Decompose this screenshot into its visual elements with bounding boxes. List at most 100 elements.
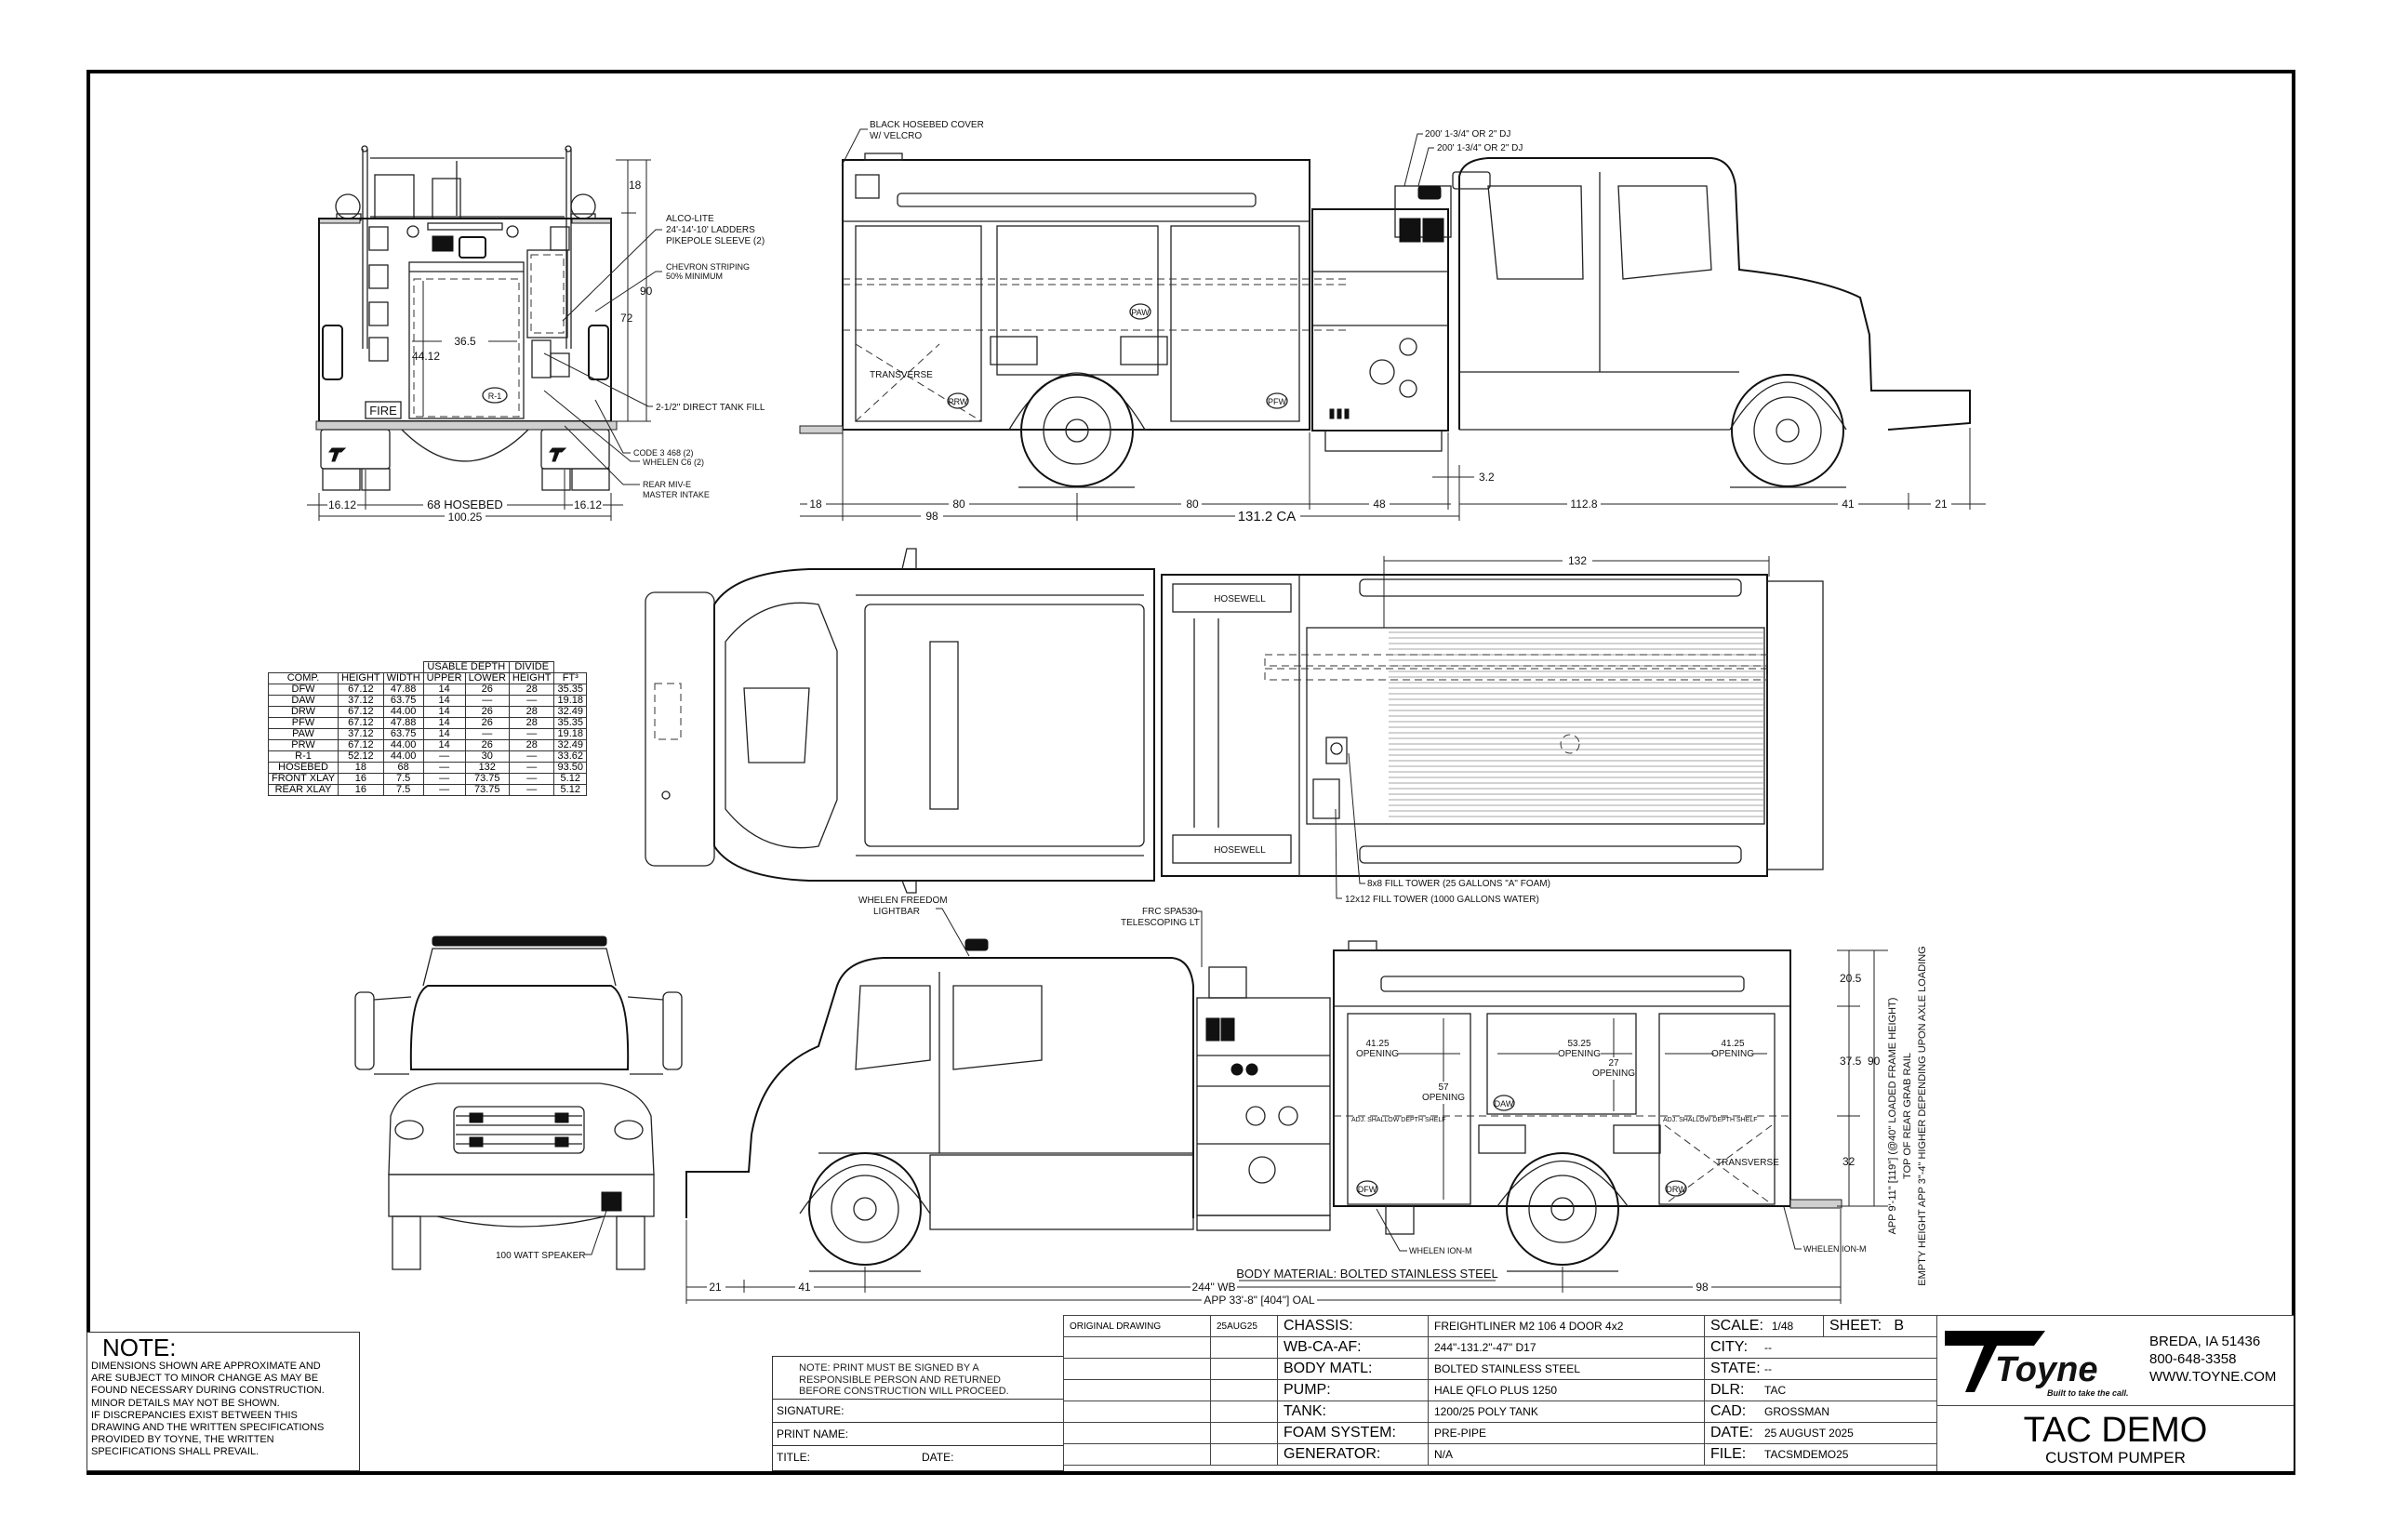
spec-row: TANK:1200/25 POLY TANK CAD: GROSSMAN	[1063, 1401, 1937, 1423]
opening-drw-width: 41.25	[1721, 1039, 1744, 1049]
note-line: DIMENSIONS SHOWN ARE APPROXIMATE AND	[91, 1361, 321, 1372]
revision-cell	[1063, 1358, 1211, 1380]
column-header: UPPER	[422, 672, 466, 684]
label-ladders: 24'-14'-10' LADDERS	[666, 225, 755, 235]
dim-side-41: 41	[1842, 498, 1855, 511]
table-cell: —	[508, 784, 555, 796]
note-line: DRAWING AND THE WRITTEN SPECIFICATIONS	[91, 1422, 325, 1434]
table-cell: PFW	[267, 717, 339, 729]
note-line: IF DISCREPANCIES EXIST BETWEEN THIS	[91, 1409, 298, 1421]
table-cell: DFW	[267, 684, 339, 696]
header-usable-depth: USABLE DEPTH	[422, 661, 510, 673]
spec-value: 1200/25 POLY TANK	[1428, 1401, 1705, 1423]
table-cell: 28	[508, 717, 555, 729]
table-cell: 93.50	[553, 762, 588, 774]
column-header: HEIGHT	[508, 672, 555, 684]
table-cell: —	[464, 728, 510, 740]
general-note-box: NOTE: DIMENSIONS SHOWN ARE APPROXIMATE A…	[86, 1332, 360, 1471]
compartment-drw-tag: DRW	[1666, 1185, 1686, 1194]
company-website[interactable]: WWW.TOYNE.COM	[2149, 1369, 2277, 1385]
table-cell: PAW	[267, 728, 339, 740]
print-name-field[interactable]: PRINT NAME:	[773, 1423, 1063, 1446]
signature-label: SIGNATURE:	[777, 1404, 845, 1417]
table-cell: —	[508, 695, 555, 707]
table-cell: 18	[338, 762, 384, 774]
label-hosewell-top: HOSEWELL	[1214, 594, 1266, 604]
scale-value: 1/48	[1771, 1320, 1794, 1333]
dim-36-5: 36.5	[454, 335, 476, 348]
spec-key: GENERATOR:	[1277, 1443, 1429, 1466]
compartment-paw-tag: PAW	[1131, 308, 1150, 317]
shelf-label-front: ADJ. SHALLOW DEPTH SHELF	[1351, 1117, 1446, 1123]
title-date-field[interactable]: TITLE:DATE:	[773, 1446, 1063, 1469]
info-value: --	[1764, 1362, 1772, 1375]
table-cell: FRONT XLAY	[267, 773, 339, 785]
table-cell: 19.18	[553, 695, 588, 707]
sign-note-line: BEFORE CONSTRUCTION WILL PROCEED.	[799, 1386, 1009, 1397]
company-block: Toyne Built to take the call. BREDA, IA …	[1936, 1315, 2294, 1471]
info-value: GROSSMAN	[1764, 1405, 1830, 1418]
opening-daw-height: 27	[1608, 1058, 1619, 1069]
table-cell: —	[508, 728, 555, 740]
label-telescoping-light: TELESCOPING LT	[1121, 918, 1200, 928]
table-cell: 67.12	[338, 717, 384, 729]
info-key: CAD:	[1710, 1403, 1747, 1419]
label-fill-tower-8x8: 8x8 FILL TOWER (25 GALLONS "A" FOAM)	[1367, 879, 1550, 889]
label-pikepole: PIKEPOLE SLEEVE (2)	[666, 236, 765, 246]
label-speaker: 100 WATT SPEAKER	[496, 1251, 586, 1261]
table-cell: 14	[422, 728, 466, 740]
dim-20-5: 20.5	[1840, 972, 1862, 985]
logo-tagline: Built to take the call.	[2047, 1388, 2129, 1398]
spec-key: CHASSIS:	[1277, 1315, 1429, 1337]
spec-key: TANK:	[1277, 1401, 1429, 1423]
table-cell: 68	[382, 762, 424, 774]
label-direct-tank-fill: 2-1/2" DIRECT TANK FILL	[656, 403, 765, 413]
label-whelen-ion-front: WHELEN ION-M	[1409, 1246, 1472, 1255]
table-cell: —	[422, 750, 466, 763]
note-line: SPECIFICATIONS SHALL PREVAIL.	[91, 1446, 259, 1458]
table-cell: 67.12	[338, 739, 384, 751]
revision-date-cell	[1210, 1379, 1278, 1401]
info-key: CITY:	[1710, 1339, 1749, 1355]
table-cell: 32.49	[553, 706, 588, 718]
spec-key: WB-CA-AF:	[1277, 1336, 1429, 1359]
table-cell: 32.49	[553, 739, 588, 751]
note-line: FOUND NECESSARY DURING CONSTRUCTION.	[91, 1385, 325, 1397]
table-cell: 63.75	[382, 695, 424, 707]
info-key: DLR:	[1710, 1382, 1745, 1398]
signature-field[interactable]: SIGNATURE:	[773, 1400, 1063, 1423]
table-cell: 73.75	[464, 773, 510, 785]
label-dj-2: 200' 1-3/4" OR 2" DJ	[1437, 143, 1523, 153]
info-value: 25 AUGUST 2025	[1764, 1427, 1854, 1440]
label-whelen-c6: WHELEN C6 (2)	[643, 458, 704, 467]
dim-front-overhang-21: 21	[709, 1281, 722, 1294]
table-cell: 63.75	[382, 728, 424, 740]
label-chevron-min: 50% MINIMUM	[666, 272, 723, 281]
compartment-pfw-tag: PFW	[1268, 397, 1287, 406]
logo-wordmark: Toyne	[1995, 1350, 2098, 1389]
table-cell: 14	[422, 706, 466, 718]
spec-value: 244"-131.2"-47" D17	[1428, 1336, 1705, 1359]
label-master-intake: MASTER INTAKE	[643, 490, 710, 499]
info-value: TACSMDEMO25	[1764, 1448, 1849, 1461]
dim-rear-98: 98	[1696, 1281, 1709, 1294]
fire-sign-text: FIRE	[369, 404, 397, 418]
table-cell: REAR XLAY	[267, 784, 339, 796]
table-cell: 14	[422, 739, 466, 751]
info-value: TAC	[1764, 1384, 1787, 1397]
table-cell: 33.62	[553, 750, 588, 763]
table-cell: 67.12	[338, 684, 384, 696]
table-cell: PRW	[267, 739, 339, 751]
column-header: FT³	[553, 672, 588, 684]
table-cell: 132	[464, 762, 510, 774]
table-cell: HOSEBED	[267, 762, 339, 774]
dim-rear-18: 18	[629, 179, 642, 192]
revision-cell	[1063, 1401, 1211, 1423]
